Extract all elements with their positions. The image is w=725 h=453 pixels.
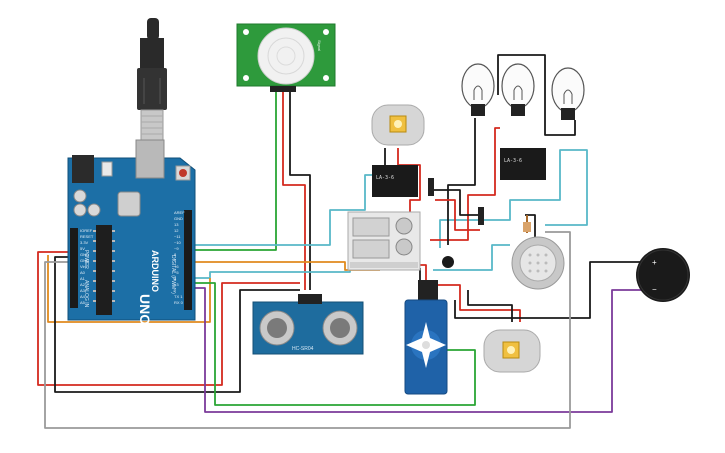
wire-red-relay-bulb [435,199,480,231]
ultrasonic-label: HC-SR04 [292,346,314,352]
dc-motor-1 [371,104,425,146]
power-header [70,228,78,308]
digital-pin-label: ~10 [174,240,182,245]
usb-port [135,139,165,179]
wire-pir-green [195,92,277,251]
buzzer-plus-label: + [652,258,657,267]
ultrasonic-sensor: HC-SR04 [252,294,364,355]
power-pin-label: Vin [80,264,86,269]
relay-1: LA-3-6 [372,165,434,197]
wire-red-servo [420,264,427,282]
digital-pin-label: ~3 [174,282,179,287]
wire-black-motor2 [467,290,513,322]
pir-dome [257,27,315,85]
digital-pin-label: ~6 [174,264,179,269]
power-pin-label: 3.3V [80,240,89,245]
dc-motor-2 [483,329,541,373]
relay-1-label: LA-3-6 [376,175,394,181]
power-pin-label: A0 [80,270,86,275]
power-pin-label: A2 [80,282,86,287]
digital-header [184,210,192,310]
digital-pin-label: AREF [174,210,185,215]
power-label: POWER [83,250,89,269]
relay-2: LA-3-6 [478,148,546,225]
power-pin-label: IOREF [80,228,93,233]
wire-red-relay2 [430,127,500,241]
wire-red-motor2 [435,284,521,322]
digital-pin-label: 2 [174,288,177,293]
digital-pin-label: RX 0 [174,300,184,305]
model-label: UNO [137,294,153,325]
wire-red-relay1 [397,148,421,240]
piezo-buzzer: + − [636,248,690,302]
power-pin-label: RESET [80,234,94,239]
arduino-uno-board: ARDUINO UNO DIGITAL (PWM~) POWER ANALOG … [67,139,196,325]
digital-label: DIGITAL (PWM~) [170,255,176,294]
usb-cable [137,18,167,141]
digital-pin-label: TX 1 [174,294,183,299]
light-bulb-1 [461,63,495,116]
wire-pir-red [282,92,306,290]
gas-sensor [511,215,565,290]
brand-label: ARDUINO [150,250,160,292]
wire-orange-loop [47,255,211,323]
wire-cyan-3 [439,149,588,248]
digital-pin-label: 7 [174,258,177,263]
wire-black-left [54,256,300,393]
resistor [523,222,531,232]
wire-black-relay-bulb [430,189,483,216]
power-pin-label: A5 [80,300,86,305]
pir-pin-signal: Signal [317,40,322,51]
power-pin-label: GND [80,258,89,263]
wire-black-bulb-top [497,54,576,136]
servo-motor [404,280,448,395]
digital-pin-label: 4 [174,276,177,281]
wire-gray [44,231,571,429]
digital-pin-label: ~11 [174,234,181,239]
buzzer-minus-label: − [652,285,657,294]
power-pin-label: GND [80,252,89,257]
power-pin-label: A3 [80,288,86,293]
digital-pin-label: GND [174,216,183,221]
wire-red-left [37,251,300,386]
digital-pin-label: 8 [174,252,177,257]
wire-black-bulbs [447,118,476,245]
sensor-module [347,211,454,271]
atmega-chip [96,225,112,315]
digital-pin-label: 13 [174,222,179,227]
analog-label: ANALOG IN [83,280,89,308]
reset-button [179,169,187,177]
pir-sensor: Signal [236,23,336,92]
digital-pin-label: 12 [174,228,179,233]
wire-pir-black [289,92,311,290]
digital-pin-label: ~5 [174,270,179,275]
wire-cyan-1 [195,174,385,246]
power-pin-label: 5V [80,246,85,251]
dc-jack [72,155,94,183]
light-bulb-2 [501,63,535,116]
power-pin-label: A1 [80,276,86,281]
relay-2-label: LA-3-6 [504,158,522,164]
wire-black-buzzer [454,261,653,319]
wire-purple [195,287,653,413]
light-bulb-3 [551,67,585,120]
digital-pin-label: ~9 [174,246,179,251]
wire-cyan-4 [433,244,510,271]
transistor [442,256,454,268]
power-pin-label: A4 [80,294,86,299]
